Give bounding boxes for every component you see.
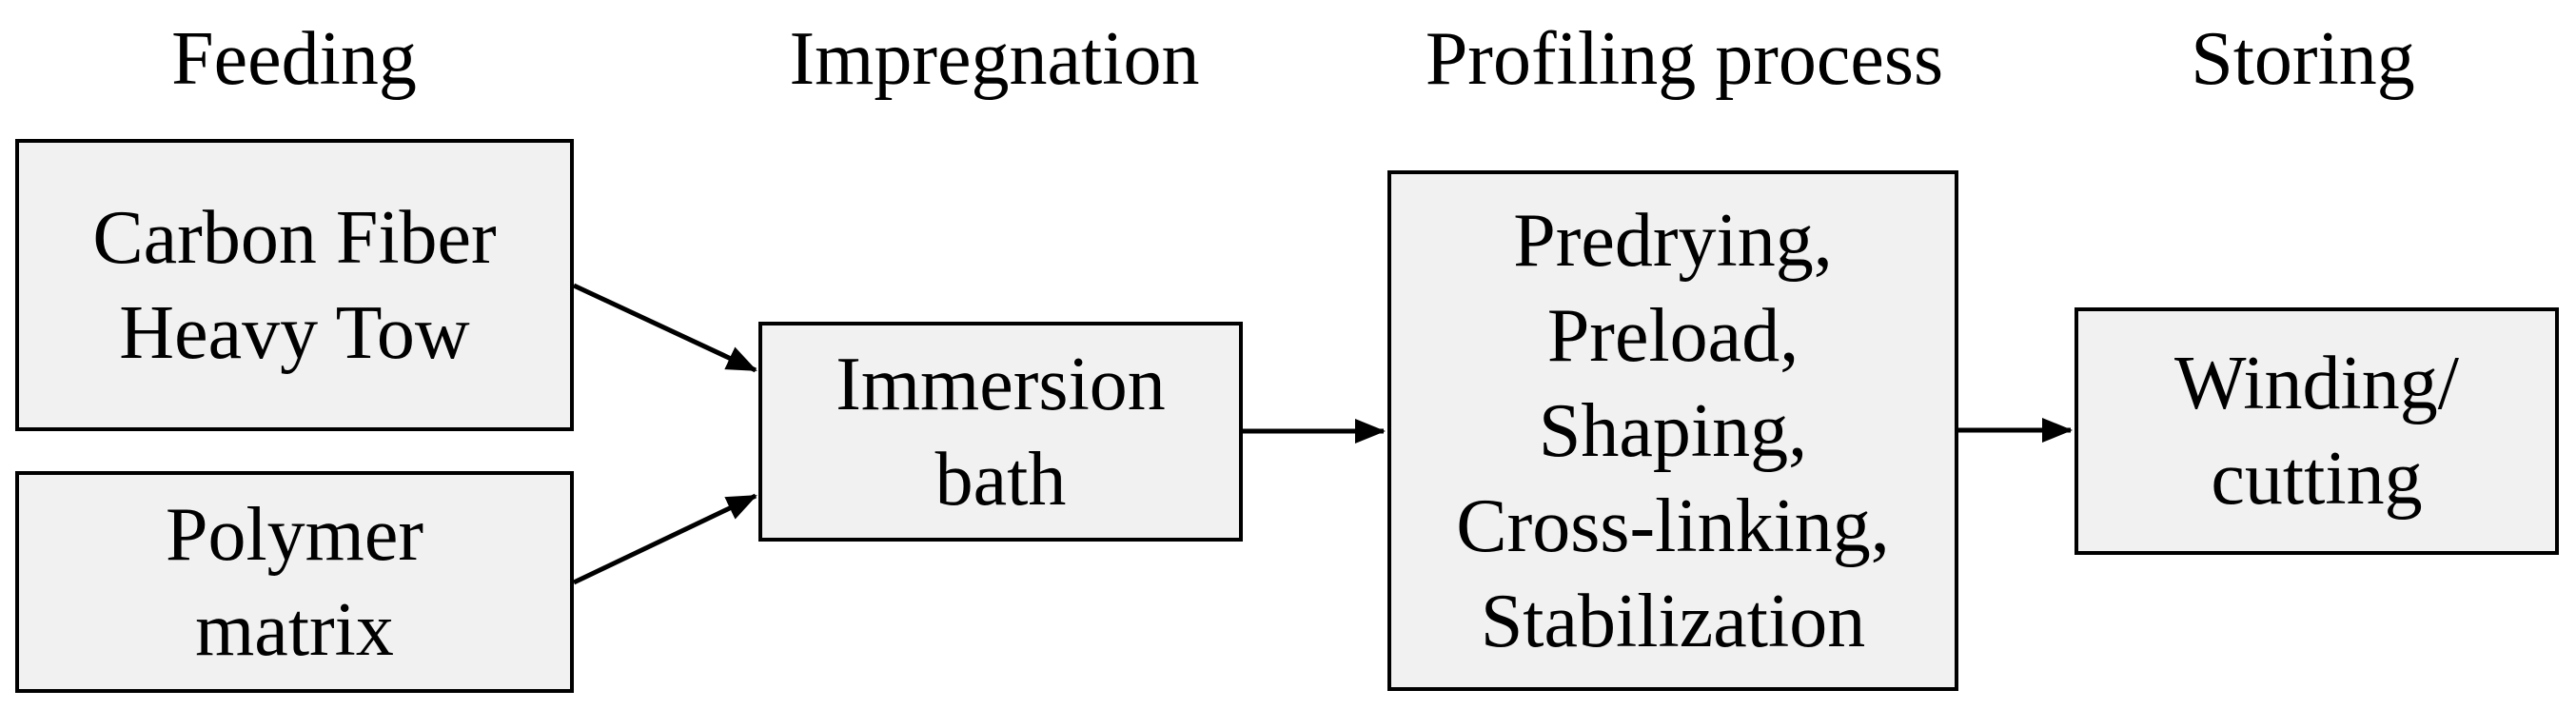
node-polymer-matrix: Polymer matrix	[15, 471, 574, 693]
stage-label-feeding: Feeding	[171, 17, 417, 101]
node-profiling-steps: Predrying, Preload, Shaping, Cross-linki…	[1387, 170, 1958, 691]
node-carbon-fiber-heavy-tow: Carbon Fiber Heavy Tow	[15, 139, 574, 431]
node-immersion-bath: Immersion bath	[758, 322, 1243, 542]
node-label-polymer-matrix: Polymer matrix	[165, 492, 424, 672]
node-label-carbon-fiber-heavy-tow: Carbon Fiber Heavy Tow	[92, 195, 497, 375]
node-winding-cutting: Winding/ cutting	[2075, 307, 2559, 555]
stage-label-profiling-process: Profiling process	[1425, 17, 1944, 101]
node-label-profiling-steps: Predrying, Preload, Shaping, Cross-linki…	[1456, 198, 1890, 663]
stage-label-impregnation: Impregnation	[789, 17, 1200, 101]
node-label-winding-cutting: Winding/ cutting	[2174, 342, 2459, 521]
stage-label-storing: Storing	[2191, 17, 2415, 101]
node-label-immersion-bath: Immersion bath	[836, 342, 1166, 522]
connector-polymer-to-immersion	[572, 493, 757, 585]
connector-carbon-to-immersion	[572, 283, 757, 373]
